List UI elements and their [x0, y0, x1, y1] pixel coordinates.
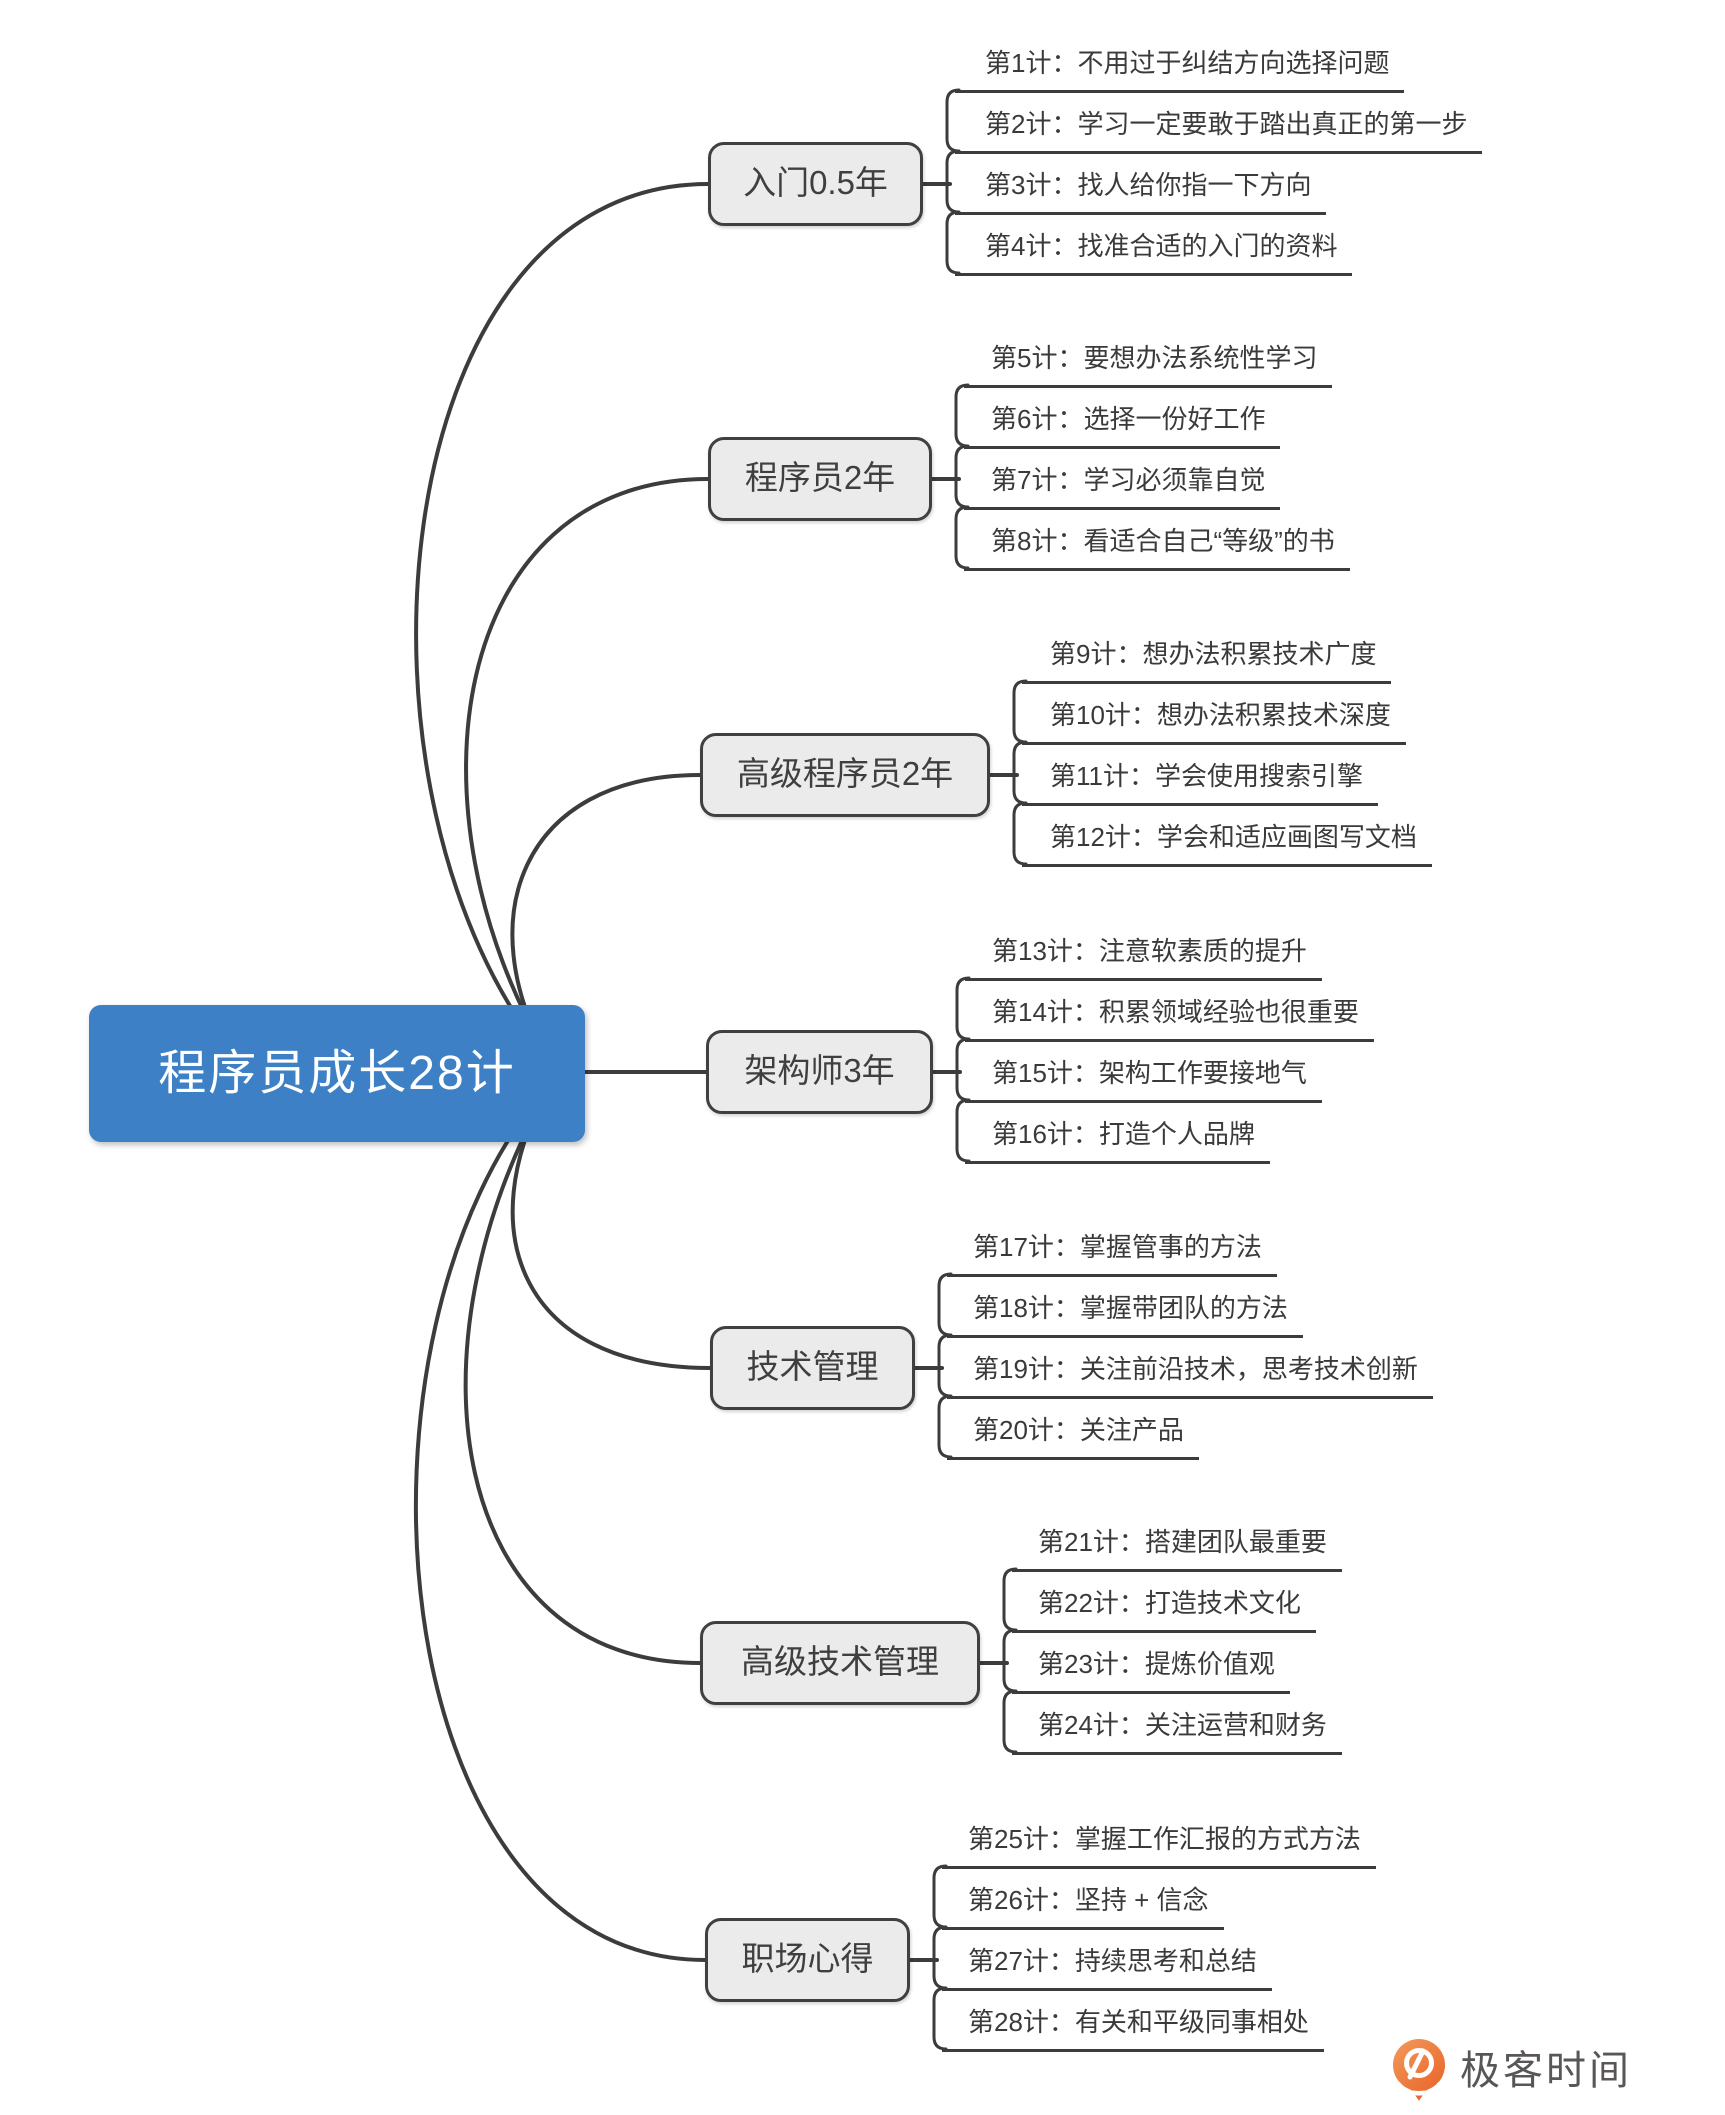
leaf-topic[interactable]: 第26计：坚持 + 信念 — [942, 1875, 1224, 1930]
root-topic[interactable]: 程序员成长28计 — [89, 1005, 585, 1142]
connector-line — [955, 976, 971, 1163]
leaf-topic[interactable]: 第7计：学习必须靠自觉 — [964, 455, 1281, 510]
leaf-topic[interactable]: 第20计：关注产品 — [947, 1405, 1199, 1460]
branch-topic[interactable]: 高级技术管理 — [700, 1621, 980, 1705]
branch-topic[interactable]: 高级程序员2年 — [700, 733, 990, 817]
connector-line — [1002, 1567, 1018, 1754]
leaf-topic[interactable]: 第3计：找人给你指一下方向 — [955, 160, 1327, 215]
leaf-topic[interactable]: 第22计：打造技术文化 — [1012, 1578, 1316, 1633]
connector-line — [937, 1272, 953, 1459]
leaf-topic[interactable]: 第17计：掌握管事的方法 — [947, 1222, 1277, 1277]
leaf-topic[interactable]: 第4计：找准合适的入门的资料 — [955, 221, 1353, 276]
connector-line — [510, 773, 702, 1060]
geektime-logo: 极客时间 — [1390, 2038, 1632, 2104]
connector-line — [1012, 679, 1028, 866]
leaf-topic[interactable]: 第21计：搭建团队最重要 — [1012, 1517, 1342, 1572]
leaf-topic[interactable]: 第14计：积累领域经验也很重要 — [965, 987, 1374, 1042]
leaf-topic[interactable]: 第11计：学会使用搜索引擎 — [1022, 751, 1378, 806]
leaf-topic[interactable]: 第24计：关注运营和财务 — [1012, 1700, 1342, 1755]
leaf-topic[interactable]: 第18计：掌握带团队的方法 — [947, 1283, 1303, 1338]
leaf-topic[interactable]: 第6计：选择一份好工作 — [964, 394, 1281, 449]
leaf-topic[interactable]: 第2计：学习一定要敢于踏出真正的第一步 — [955, 99, 1483, 154]
leaf-topic[interactable]: 第12计：学会和适应画图写文档 — [1022, 812, 1432, 867]
branch-topic[interactable]: 程序员2年 — [708, 437, 932, 521]
connector-line — [414, 182, 710, 1064]
leaf-topic[interactable]: 第9计：想办法积累技术广度 — [1022, 629, 1392, 684]
leaf-topic[interactable]: 第13计：注意软素质的提升 — [965, 926, 1322, 981]
leaf-topic[interactable]: 第10计：想办法积累技术深度 — [1022, 690, 1406, 745]
connector-line — [954, 383, 970, 570]
branch-topic[interactable]: 架构师3年 — [706, 1030, 933, 1114]
leaf-topic[interactable]: 第15计：架构工作要接地气 — [965, 1048, 1322, 1103]
geektime-logo-text: 极客时间 — [1460, 2049, 1632, 2093]
leaf-topic[interactable]: 第28计：有关和平级同事相处 — [942, 1997, 1324, 2052]
leaf-topic[interactable]: 第1计：不用过于纠结方向选择问题 — [955, 38, 1405, 93]
leaf-topic[interactable]: 第8计：看适合自己“等级”的书 — [964, 516, 1350, 571]
connector-line — [463, 1084, 702, 1665]
branch-topic[interactable]: 职场心得 — [705, 1918, 910, 2002]
connector-line — [945, 88, 961, 275]
leaf-topic[interactable]: 第5计：要想办法系统性学习 — [964, 333, 1333, 388]
geektime-pin-icon — [1393, 2039, 1445, 2101]
connector-line — [464, 477, 710, 1062]
leaf-topic[interactable]: 第23计：提炼价值观 — [1012, 1639, 1290, 1694]
branch-topic[interactable]: 入门0.5年 — [708, 142, 923, 226]
connector-line — [932, 1864, 948, 2051]
leaf-topic[interactable]: 第19计：关注前沿技术，思考技术创新 — [947, 1344, 1433, 1399]
leaf-topic[interactable]: 第16计：打造个人品牌 — [965, 1109, 1270, 1164]
connector-line — [510, 1086, 712, 1370]
branch-topic[interactable]: 技术管理 — [710, 1326, 915, 1410]
leaf-topic[interactable]: 第25计：掌握工作汇报的方式方法 — [942, 1814, 1376, 1869]
connector-line — [413, 1082, 707, 1962]
leaf-topic[interactable]: 第27计：持续思考和总结 — [942, 1936, 1272, 1991]
